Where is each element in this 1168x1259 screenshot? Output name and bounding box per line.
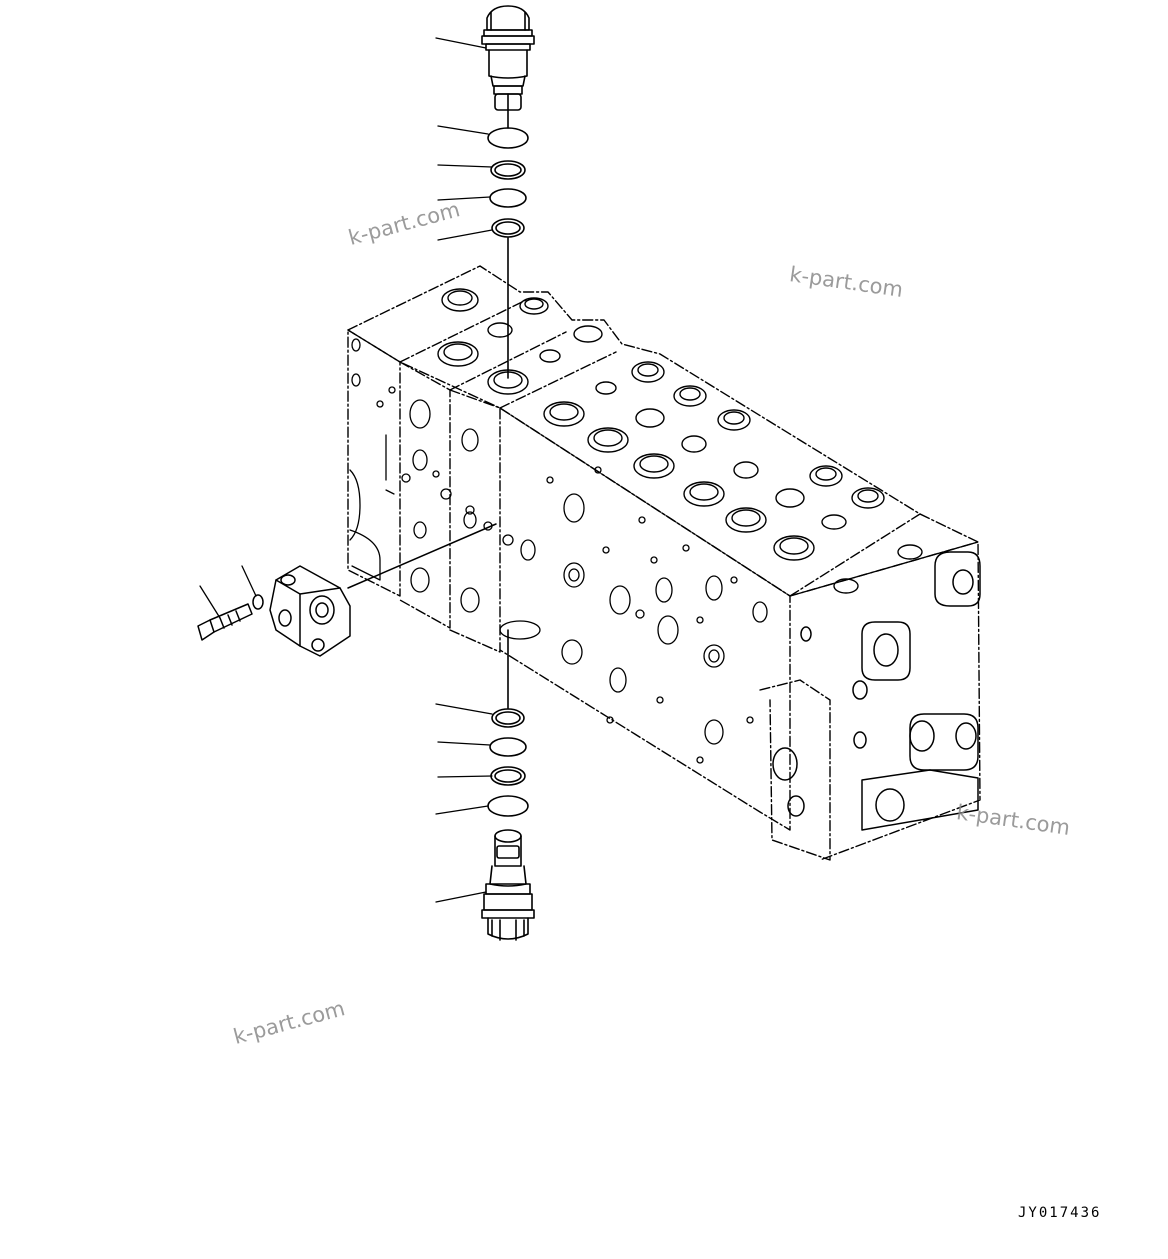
leader-lines-side	[199, 565, 257, 619]
leader-lines-lower	[435, 703, 493, 903]
front-face-ports	[376, 386, 768, 764]
control-valve-body	[347, 265, 981, 861]
bottom-relief-valve	[481, 829, 535, 941]
top-face-ports	[437, 288, 923, 594]
drawing-code-label: JY017436	[1018, 1205, 1102, 1221]
valve-end-cover	[772, 551, 981, 831]
leader-lines-upper	[435, 37, 493, 241]
spring-washer	[252, 594, 264, 610]
top-o-rings	[487, 127, 529, 379]
top-relief-valve	[481, 5, 535, 129]
valve-side-face	[349, 338, 395, 581]
side-cover-assembly	[269, 523, 497, 657]
bottom-o-rings	[487, 629, 529, 817]
mounting-bolt	[197, 603, 253, 641]
